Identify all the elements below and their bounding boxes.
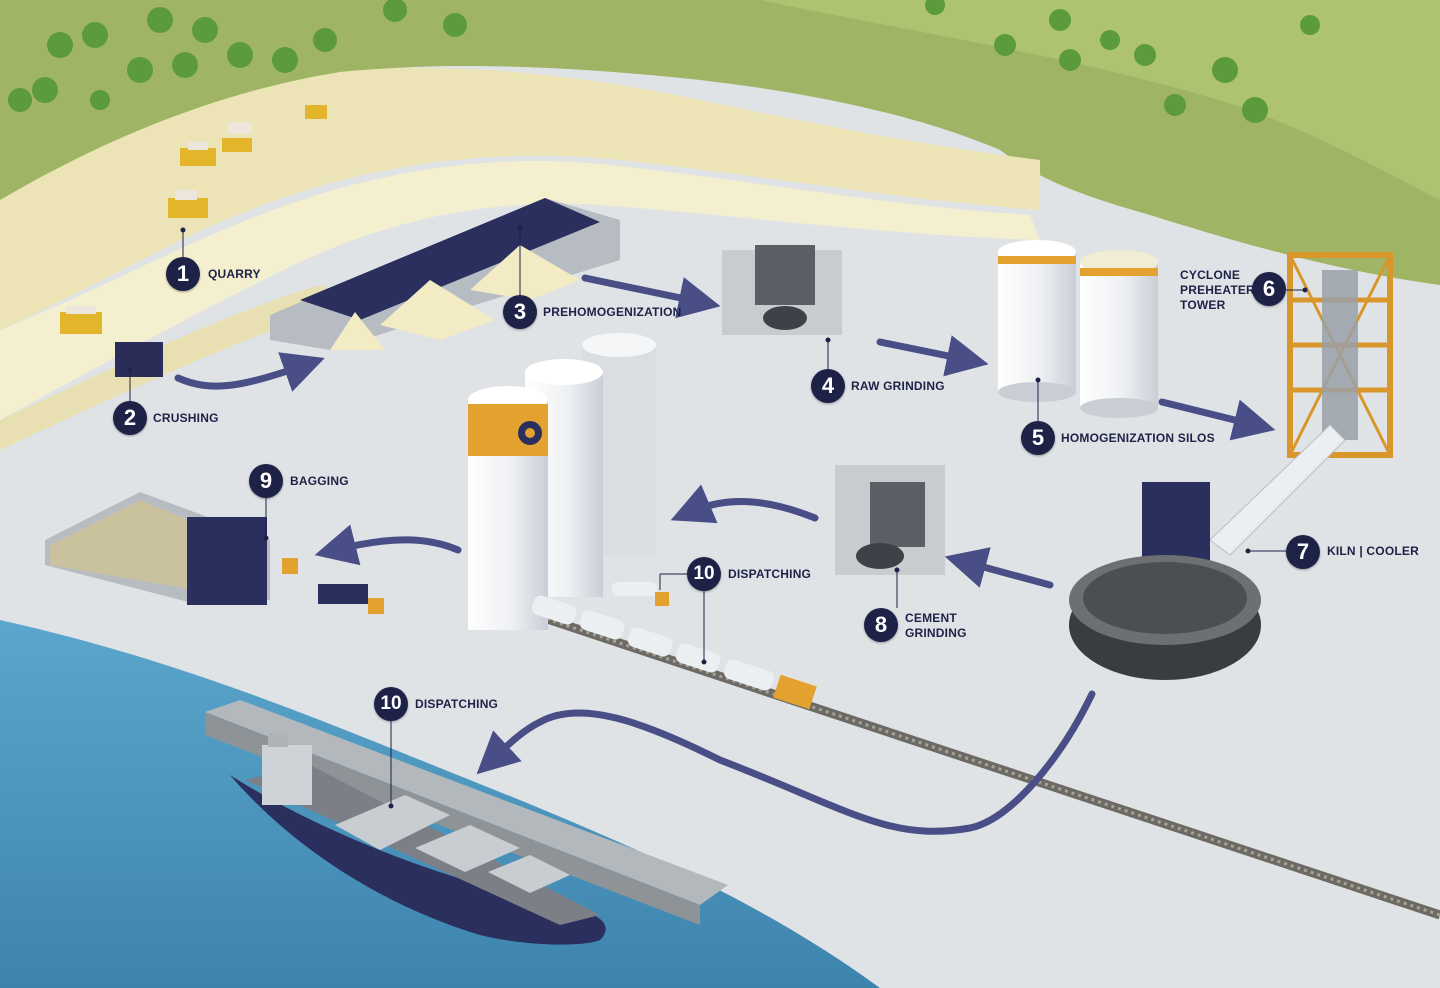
preheater-tower-icon (1287, 252, 1393, 458)
delivery-truck-icon (282, 558, 669, 614)
bagging-building (45, 492, 270, 605)
step-1-badge: 1 (166, 257, 200, 291)
step-9-label: BAGGING (290, 474, 349, 488)
step-8-label: CEMENT GRINDING (905, 611, 967, 640)
step-10-rail-badge: 10 (687, 557, 721, 591)
tree-icon (8, 0, 1320, 123)
step-3-badge: 3 (503, 295, 537, 329)
step-1-label: QUARRY (208, 267, 261, 281)
train-icon (531, 595, 817, 710)
kiln-icon (1069, 424, 1346, 680)
jetty (205, 700, 728, 905)
flow-arrows (174, 274, 1276, 835)
step-6-label: CYCLONE PREHEATER TOWER (1180, 268, 1255, 312)
step-9-badge: 9 (249, 464, 283, 498)
step-7-label: KILN | COOLER (1327, 544, 1419, 558)
step-10-ship-badge: 10 (374, 687, 408, 721)
crusher (115, 342, 163, 377)
haul-truck-icon (60, 105, 327, 334)
cement-silos (468, 333, 656, 630)
step-2-label: CRUSHING (153, 411, 219, 425)
step-5-label: HOMOGENIZATION SILOS (1061, 431, 1215, 445)
step-7-badge: 7 (1286, 535, 1320, 569)
quarry-lower-bench (0, 161, 1040, 420)
step-2-badge: 2 (113, 401, 147, 435)
cargo-ship-icon (230, 733, 606, 945)
step-4-label: RAW GRINDING (851, 379, 945, 393)
quarry-upper-bench (0, 67, 1040, 330)
leader-lines (127, 225, 1308, 809)
step-10-ship-label: DISPATCHING (415, 697, 499, 711)
step-4-badge: 4 (811, 369, 845, 403)
green-hills (0, 0, 1440, 285)
step-10-rail-label: DISPATCHING (728, 567, 812, 581)
silo-icon (998, 240, 1158, 418)
step-8-badge: 8 (864, 608, 898, 642)
step-5-badge: 5 (1021, 421, 1055, 455)
step-3-label: PREHOMOGENIZATION (543, 305, 682, 319)
step-6-badge: 6 (1252, 272, 1286, 306)
